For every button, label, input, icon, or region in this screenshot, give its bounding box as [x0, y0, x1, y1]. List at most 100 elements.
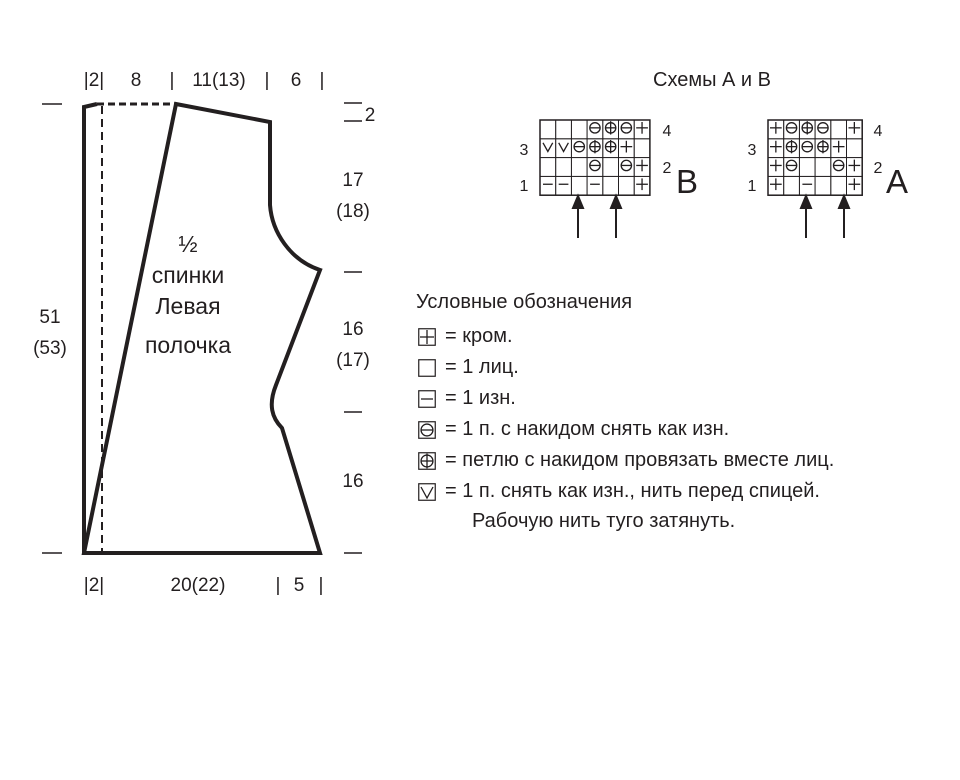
scheme-a-name: A [886, 163, 908, 200]
legend-item: = кром. [410, 321, 955, 352]
legend-item-text: = 1 п. снять как изн., нить перед спицей… [445, 480, 820, 502]
legend-item: = 1 п. с накидом снять как изн. [410, 414, 955, 445]
chart-cell [555, 157, 572, 177]
legend-symbol-purl [418, 389, 436, 408]
chart-cell [814, 175, 832, 196]
scheme-a-arrows [799, 193, 851, 238]
legend-symbol-purl-slip [418, 420, 436, 439]
chart-cell [830, 175, 847, 196]
bottom-dim-sep: | [276, 575, 281, 596]
chart-cell [539, 175, 557, 196]
legend-symbol-edge [418, 327, 436, 346]
scheme-b-row-1: 1 [520, 178, 529, 195]
right-dim-waist-alt: (17) [336, 350, 370, 371]
scheme-b-grid [539, 119, 651, 196]
bottom-dim-sep: | [319, 575, 324, 596]
chart-cell [814, 157, 832, 177]
chart-cell [586, 175, 604, 196]
chart-border [539, 119, 651, 196]
chart-border [767, 119, 863, 196]
legend-item-text: = 1 изн. [445, 387, 516, 409]
scheme-b: 3 1 4 2 B [520, 119, 698, 238]
chart-cell [798, 175, 816, 196]
top-dim-a: 8 [131, 70, 142, 91]
scheme-a-grid [767, 119, 863, 196]
right-dim-shoulder: 2 [365, 105, 376, 126]
pattern-piece [42, 101, 362, 555]
repeat-arrow-head [609, 193, 623, 209]
legend-symbol-knit-together [418, 451, 436, 470]
top-dim-sep: | [320, 70, 325, 91]
right-dim-armhole-alt: (18) [336, 201, 370, 222]
legend-item-text: = кром. [445, 325, 513, 347]
chart-cell [846, 138, 863, 159]
purl-slip-icon [420, 422, 434, 437]
top-dim-sep: | [170, 70, 175, 91]
piece-label-half: ½ [178, 231, 197, 257]
legend-item-text: = петлю с накидом провязать вместе лиц. [445, 449, 835, 471]
legend-symbol-box [418, 420, 436, 439]
repeat-arrow-head [799, 193, 813, 209]
legend-symbol-box [418, 327, 436, 346]
chart-cell [618, 175, 635, 196]
legend-item-text: = 1 лиц. [445, 356, 519, 378]
right-dim-armhole: 17 [342, 170, 363, 191]
legend-item-text: = 1 п. с накидом снять как изн. [445, 418, 730, 440]
piece-outline [81, 101, 323, 555]
chart-cell [570, 157, 588, 177]
scheme-b-name: B [676, 163, 698, 200]
legend-symbol-box [418, 358, 436, 377]
top-dimensions: |2| 8 | 11(13) | 6 | [84, 70, 325, 91]
scheme-a-row-2: 2 [874, 160, 883, 177]
repeat-arrow-head [571, 193, 585, 209]
chart-cell [555, 138, 572, 159]
piece-label-back: спинки [152, 262, 224, 288]
legend-title: Условные обозначения [416, 291, 633, 313]
piece-label: ½ спинки Левая полочка [145, 231, 231, 358]
top-dim-sep: | [265, 70, 270, 91]
legend-item: = петлю с накидом провязать вместе лиц. [410, 445, 955, 476]
chart-cell [539, 119, 557, 140]
legend-item: = 1 изн. [410, 383, 955, 414]
legend-symbol-knit [418, 358, 436, 377]
chart-cell [555, 119, 572, 140]
right-dimensions: 2 17 (18) 16 (17) 16 [336, 105, 375, 492]
chart-cell [602, 157, 619, 177]
left-dim-value-alt: (53) [33, 338, 67, 359]
legend-symbol-box [418, 451, 436, 470]
bottom-dim-edge: |2| [84, 575, 104, 596]
legend: Условные обозначения = кром. = 1 лиц. = 1 … [410, 290, 955, 535]
legend-list: = кром. = 1 лиц. = 1 изн. = 1 п. с накидом … [410, 321, 955, 507]
chart-cell [830, 119, 847, 140]
chart-cell [798, 157, 816, 177]
chart-cell [570, 175, 588, 196]
chart-cell [783, 175, 800, 196]
legend-note: Рабочую нить туго затянуть. [472, 510, 736, 532]
left-dim-value: 51 [39, 307, 60, 328]
left-dimensions: 51 (53) [33, 307, 67, 359]
repeat-arrow-head [837, 193, 851, 209]
chart-cell [633, 138, 651, 159]
scheme-b-arrows [571, 193, 623, 238]
scheme-a-row-4: 4 [874, 123, 883, 140]
scheme-b-row-4: 4 [663, 123, 672, 140]
schemes-title: Схемы А и В [653, 69, 771, 91]
slip-wyif-icon [558, 142, 569, 153]
scheme-a: 3 1 4 2 A [748, 119, 908, 238]
chart-cell [539, 157, 557, 177]
slip-wyif-icon [542, 142, 554, 153]
piece-label-front: полочка [145, 332, 231, 358]
scheme-b-row-3: 3 [520, 142, 529, 159]
top-dim-c: 6 [291, 70, 302, 91]
top-dim-b: 11(13) [192, 70, 246, 91]
scheme-a-row-3: 3 [748, 142, 757, 159]
chart-cell [602, 175, 619, 196]
scheme-a-row-1: 1 [748, 178, 757, 195]
legend-symbol-box [418, 389, 436, 408]
piece-label-left: Левая [155, 293, 220, 319]
scheme-b-row-2: 2 [663, 160, 672, 177]
right-dim-waist: 16 [342, 319, 363, 340]
legend-item: = 1 лиц. [410, 352, 955, 383]
chart-cell [570, 119, 588, 140]
